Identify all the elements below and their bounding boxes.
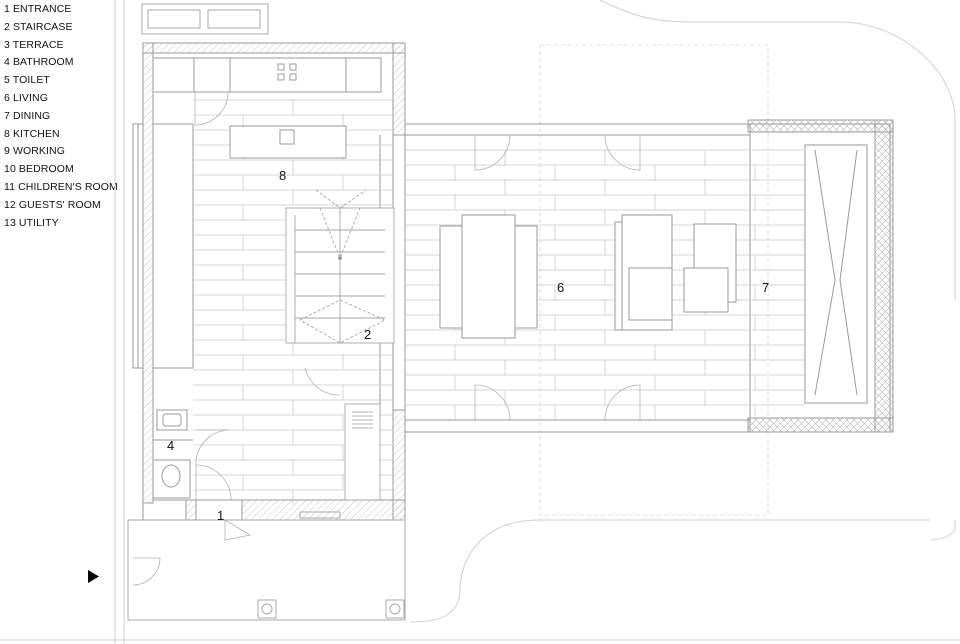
- legend-item-kitchen: 8 KITCHEN: [4, 127, 60, 140]
- legend-item-toilet: 5 TOILET: [4, 74, 50, 87]
- bathroom-fixtures: [152, 409, 193, 499]
- door-swings: [132, 91, 641, 586]
- legend-item-entrance: 1 ENTRANCE: [4, 3, 72, 15]
- legend-item-terrace: 3 TERRACE: [4, 38, 64, 51]
- label-bathroom: 4: [167, 438, 174, 453]
- west-cabinet: [132, 123, 194, 369]
- legend-item-childrens-room: 11 CHILDREN'S ROOM: [4, 180, 118, 193]
- legend-item-dining: 7 DINING: [4, 109, 51, 122]
- staircase: [285, 189, 395, 344]
- label-living: 6: [557, 280, 564, 295]
- entry-arrow-icon: [88, 570, 99, 583]
- living-furniture: [439, 214, 538, 339]
- room-legend: 1 ENTRANCE 2 STAIRCASE 3 TERRACE 4 BATHR…: [4, 1, 118, 232]
- label-entrance: 1: [217, 508, 224, 523]
- legend-item-guests-room: 12 GUESTS' ROOM: [4, 198, 101, 211]
- label-staircase: 2: [364, 327, 371, 342]
- walls: [142, 42, 894, 521]
- label-dining: 7: [762, 280, 769, 295]
- shelf-unit: [344, 403, 381, 501]
- top-windows: [141, 3, 269, 35]
- legend-item-bedroom: 10 BEDROOM: [4, 163, 74, 176]
- upper-floor-outline: [539, 44, 769, 516]
- label-kitchen: 8: [279, 168, 286, 183]
- legend-item-living: 6 LIVING: [4, 91, 48, 104]
- kitchen-counter: [152, 57, 382, 159]
- dining-furniture: [614, 214, 737, 331]
- legend-item-bathroom: 4 BATHROOM: [4, 56, 74, 69]
- entrance-porch: [127, 511, 406, 621]
- legend-item-staircase: 2 STAIRCASE: [4, 20, 73, 33]
- legend-item-utility: 13 UTILITY: [4, 216, 59, 229]
- legend-item-working: 9 WORKING: [4, 145, 65, 158]
